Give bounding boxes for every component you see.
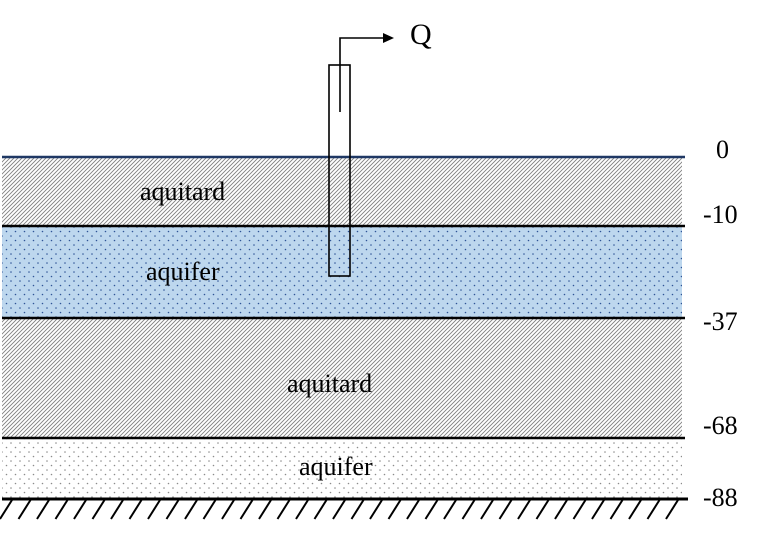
layer-label-aquitard-2: aquitard: [287, 369, 372, 398]
discharge-label: Q: [410, 18, 432, 51]
discharge-arrow: [339, 37, 383, 65]
bedrock-tick: [36, 499, 50, 520]
bedrock-tick: [628, 499, 642, 520]
bedrock-tick: [128, 499, 143, 520]
bedrock-hatch: [0, 499, 679, 520]
bedrock-tick: [184, 499, 198, 520]
depth-label-10: -10: [703, 200, 738, 229]
arrow-head-icon: [383, 33, 394, 43]
layer-aquifer-2: [2, 438, 682, 499]
bedrock-tick: [665, 499, 679, 520]
bedrock-tick: [498, 499, 513, 520]
bedrock-tick: [147, 499, 161, 520]
bedrock-tick: [424, 499, 439, 520]
bedrock-tick: [295, 499, 309, 520]
depth-label-88: -88: [703, 483, 738, 512]
bedrock-tick: [535, 499, 550, 520]
depth-label-37: -37: [703, 307, 738, 336]
bedrock-tick: [258, 499, 272, 520]
bedrock-tick: [572, 499, 587, 520]
bedrock-tick: [480, 499, 494, 520]
depth-label-68: -68: [703, 411, 738, 440]
bedrock-tick: [350, 499, 365, 520]
bedrock-tick: [221, 499, 235, 520]
bedrock-tick: [202, 499, 217, 520]
bedrock-tick: [591, 499, 605, 520]
layer-label-aquifer-2: aquifer: [299, 452, 373, 481]
depth-label-0: 0: [716, 135, 729, 164]
bedrock-tick: [461, 499, 476, 520]
bedrock-tick: [443, 499, 457, 520]
bedrock-tick: [554, 499, 568, 520]
bedrock-tick: [110, 499, 124, 520]
bedrock-tick: [54, 499, 69, 520]
layer-label-aquitard-1: aquitard: [140, 177, 225, 206]
bedrock-tick: [369, 499, 383, 520]
layer-aquifer-1: [2, 226, 682, 318]
layer-label-aquifer-1: aquifer: [146, 257, 220, 286]
layer-aquitard-2: [2, 318, 682, 438]
bedrock-tick: [165, 499, 180, 520]
bedrock-tick: [17, 499, 32, 520]
bedrock-tick: [332, 499, 346, 520]
bedrock-tick: [0, 499, 13, 520]
layer-aquitard-1: [2, 157, 682, 226]
bedrock-tick: [276, 499, 291, 520]
bedrock-tick: [646, 499, 661, 520]
bedrock-tick: [517, 499, 531, 520]
bedrock-tick: [609, 499, 624, 520]
bedrock-tick: [239, 499, 254, 520]
bedrock-tick: [387, 499, 402, 520]
bedrock-tick: [313, 499, 328, 520]
bedrock-tick: [73, 499, 87, 520]
bedrock-tick: [91, 499, 106, 520]
bedrock-tick: [406, 499, 420, 520]
